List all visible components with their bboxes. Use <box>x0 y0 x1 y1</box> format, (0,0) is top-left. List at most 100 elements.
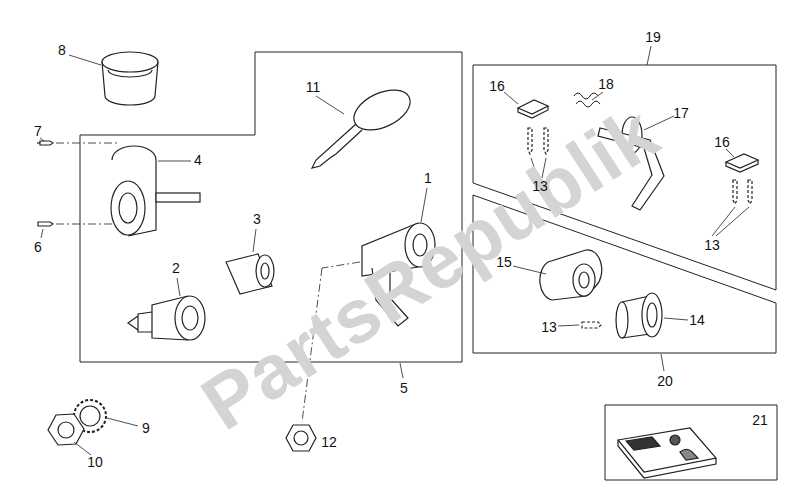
callout-number: 10 <box>87 455 103 469</box>
washer-nut-part-stroke <box>107 418 138 426</box>
small-cylinder-part-stroke <box>261 263 269 279</box>
callout-number: 9 <box>142 421 150 435</box>
bracket-kit-part-stroke <box>513 266 688 326</box>
lock-cylinder-part-stroke <box>128 316 138 330</box>
washer-nut-part-stroke <box>74 442 91 455</box>
key-part-stroke <box>312 124 362 168</box>
sleeve-part-stroke <box>102 62 158 105</box>
callout-number: 7 <box>34 124 42 138</box>
bracket-kit-part-stroke <box>616 302 628 338</box>
leader-line-stroke <box>400 363 403 378</box>
small-cylinder-part <box>226 229 274 294</box>
ignition-lock-part-stroke <box>119 193 137 223</box>
leader-line-stroke <box>647 46 651 65</box>
hook-kit-part-stroke <box>528 128 532 154</box>
hook-kit-part-stroke <box>574 93 600 107</box>
group-outline-shape <box>605 405 777 480</box>
bracket-kit-part-stroke <box>573 264 595 296</box>
ignition-lock-part-stroke <box>112 146 156 236</box>
sleeve-part-stroke <box>108 70 152 77</box>
callout-number: 8 <box>58 43 66 57</box>
hook-kit-part-stroke-stroke <box>592 92 603 100</box>
leader-line-stroke <box>661 354 664 371</box>
lock-cylinder-part-stroke <box>175 296 205 340</box>
hook-kit-part-stroke <box>518 106 548 118</box>
ignition-lock-part-stroke <box>111 181 145 235</box>
callout-number: 19 <box>645 30 661 44</box>
callout-number: 14 <box>689 313 705 327</box>
manual-booklet <box>618 428 716 478</box>
washer-nut-part-stroke <box>58 422 74 438</box>
callout-number: 13 <box>704 238 720 252</box>
screw-part-stroke <box>41 229 43 238</box>
callout-number: 17 <box>673 106 689 120</box>
lock-cylinder-part <box>128 278 205 340</box>
lock-cylinder-part-stroke <box>182 306 198 330</box>
screw-part <box>37 138 118 238</box>
washer-nut-part-stroke <box>80 406 100 426</box>
group-outline <box>605 405 777 480</box>
callout-number: 11 <box>306 80 321 94</box>
callout-number: 6 <box>34 240 42 254</box>
screw-part-stroke <box>40 141 53 145</box>
hook-kit-part-stroke <box>726 160 758 172</box>
sleeve-part-stroke <box>102 52 158 72</box>
callout-number: 1 <box>424 171 432 185</box>
callout-number: 2 <box>172 261 180 275</box>
nut-part-stroke <box>286 425 316 451</box>
callout-number: 20 <box>657 374 673 388</box>
key-part <box>312 82 416 168</box>
callout-number: 12 <box>321 435 337 449</box>
seat-lock-part-stroke <box>421 188 427 222</box>
manual-booklet-stroke <box>618 428 716 472</box>
manual-group: 21 <box>605 405 777 480</box>
callout-number: 13 <box>532 179 548 193</box>
callout-number: 4 <box>194 153 202 167</box>
callout-number: 16 <box>489 79 505 93</box>
key-part-stroke <box>316 96 344 114</box>
bracket-kit-part-stroke-stroke <box>513 266 546 274</box>
hook-kit-part-stroke-stroke <box>726 149 734 157</box>
nut-part-stroke <box>294 431 308 445</box>
screw-part-stroke <box>56 224 118 225</box>
manual-booklet-stroke <box>670 435 680 445</box>
callout-number: 18 <box>598 77 614 91</box>
hook-kit-part-stroke-stroke <box>504 92 518 104</box>
hook-kit-part-stroke <box>733 180 737 204</box>
lock-cylinder-part-stroke <box>138 312 152 332</box>
manual-booklet-stroke <box>626 437 660 450</box>
callout-number: 16 <box>714 135 730 149</box>
callout-number: 21 <box>752 413 768 427</box>
screw-part-stroke <box>56 143 118 144</box>
lock-cylinder-part-stroke <box>177 278 180 296</box>
bracket-kit-part-stroke <box>540 250 602 300</box>
sleeve-part <box>69 52 158 105</box>
ignition-lock-part-stroke <box>156 193 200 202</box>
seat-lock-part-stroke <box>322 262 360 268</box>
ignition-lock-part <box>111 146 200 236</box>
ignition-lock-part-stroke <box>158 161 191 162</box>
bracket-kit-part-stroke <box>579 272 589 288</box>
manual-booklet-stroke <box>680 449 698 460</box>
bracket-kit-part <box>513 250 688 338</box>
small-cylinder-part-stroke <box>256 255 274 287</box>
washer-nut-part-stroke <box>48 414 84 445</box>
washer-nut-part <box>48 400 138 455</box>
bracket-kit-part-stroke-stroke <box>664 318 688 320</box>
screw-part-stroke <box>40 138 44 141</box>
bracket-kit-part-stroke <box>642 293 662 337</box>
hook-kit-part-stroke <box>748 180 752 204</box>
screw-part-stroke <box>37 142 40 143</box>
bracket-kit-part-stroke <box>647 303 657 327</box>
bracket-kit-part-stroke <box>582 322 601 328</box>
callout-number: 3 <box>253 212 261 226</box>
sleeve-part-stroke <box>69 55 101 65</box>
hook-kit-part-stroke-stroke <box>712 207 735 236</box>
small-cylinder-part-stroke <box>253 229 256 252</box>
nut-part <box>286 425 316 451</box>
callout-number: 13 <box>541 320 557 334</box>
screw-part-stroke <box>38 222 53 226</box>
bracket-kit-part-stroke-stroke <box>558 325 579 326</box>
key-part-stroke <box>348 82 417 138</box>
callout-number: 15 <box>496 255 512 269</box>
